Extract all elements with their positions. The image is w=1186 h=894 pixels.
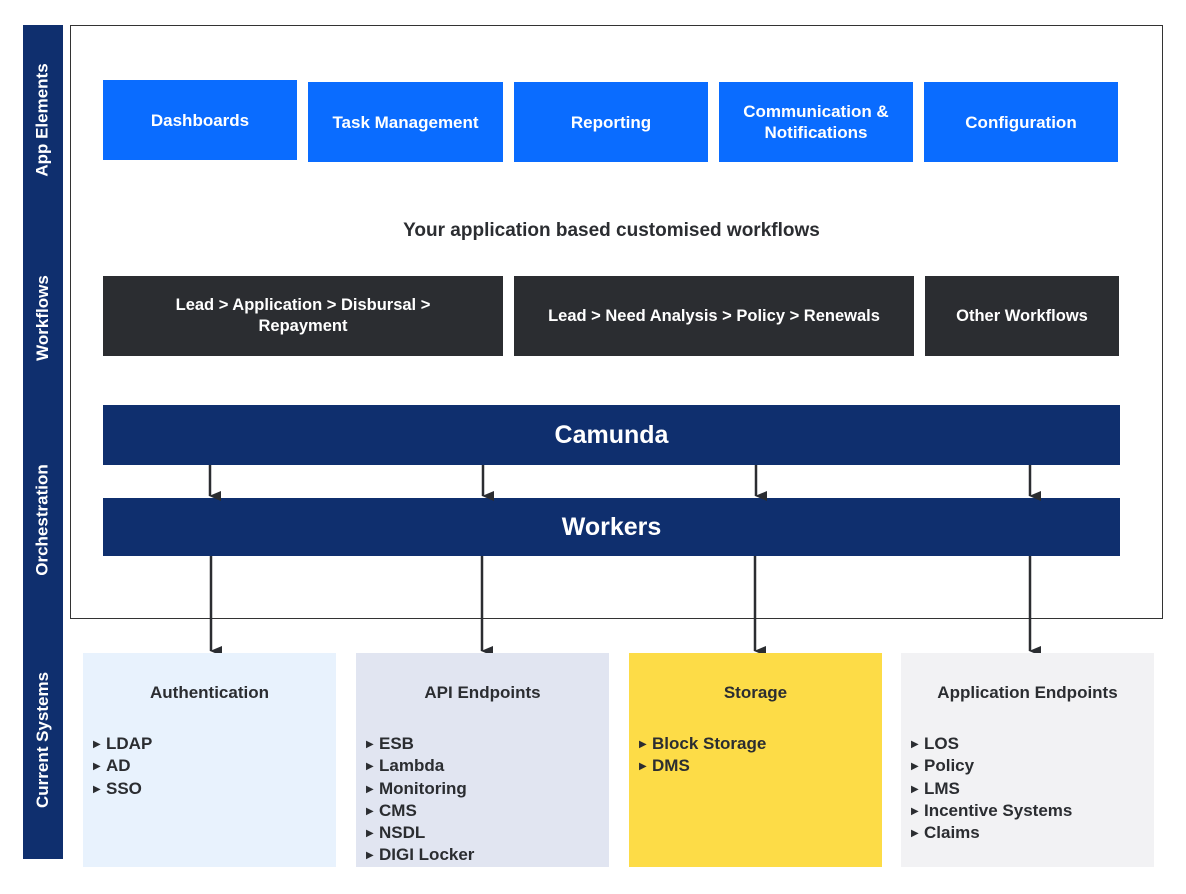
system-items: ▶Block Storage ▶DMS — [629, 733, 882, 778]
app-element-dashboards: Dashboards — [103, 80, 297, 160]
workers-bar: Workers — [103, 498, 1120, 556]
system-title: Storage — [723, 683, 788, 702]
workflow-insurance: Lead > Need Analysis > Policy > Renewals — [514, 276, 914, 356]
system-application-endpoints: Application Endpoints ▶LOS ▶Policy ▶LMS … — [901, 653, 1154, 867]
system-items: ▶LDAP ▶AD ▶SSO — [83, 733, 336, 800]
list-item: ▶Claims — [911, 823, 980, 843]
list-item: ▶NSDL — [366, 823, 426, 843]
system-title: Application Endpoints — [937, 683, 1118, 702]
list-item: ▶LOS — [911, 734, 959, 753]
system-authentication: Authentication ▶LDAP ▶AD ▶SSO — [83, 653, 336, 867]
system-items: ▶ESB ▶Lambda ▶Monitoring ▶CMS ▶NSDL ▶DIG… — [356, 733, 609, 867]
camunda-bar: Camunda — [103, 405, 1120, 465]
app-element-configuration: Configuration — [924, 82, 1118, 162]
workflow-lending: Lead > Application > Disbursal > Repayme… — [103, 276, 503, 356]
list-item: ▶Monitoring — [366, 778, 467, 798]
list-item: ▶AD — [93, 756, 131, 776]
list-item: ▶DMS — [639, 756, 690, 776]
workflow-other: Other Workflows — [925, 276, 1119, 356]
layer-band — [23, 25, 63, 859]
list-item: ▶Incentive Systems — [911, 800, 1073, 820]
app-element-task-management: Task Management — [308, 82, 503, 162]
list-item: ▶Lambda — [366, 756, 445, 776]
list-item: ▶ESB — [366, 734, 414, 753]
app-element-communication: Communication & Notifications — [719, 82, 913, 162]
system-storage: Storage ▶Block Storage ▶DMS — [629, 653, 882, 867]
system-items: ▶LOS ▶Policy ▶LMS ▶Incentive Systems ▶Cl… — [901, 733, 1154, 844]
list-item: ▶DIGI Locker — [366, 845, 475, 865]
workflows-subtitle: Your application based customised workfl… — [403, 220, 820, 241]
list-item: ▶LMS — [911, 778, 960, 798]
list-item: ▶LDAP — [93, 734, 153, 753]
system-title: Authentication — [150, 683, 269, 702]
list-item: ▶CMS — [366, 800, 417, 820]
app-element-reporting: Reporting — [514, 82, 708, 162]
list-item: ▶SSO — [93, 778, 142, 798]
list-item: ▶Policy — [911, 756, 975, 776]
system-title: API Endpoints — [424, 683, 541, 702]
list-item: ▶Block Storage — [639, 734, 767, 753]
system-api-endpoints: API Endpoints ▶ESB ▶Lambda ▶Monitoring ▶… — [356, 653, 609, 867]
